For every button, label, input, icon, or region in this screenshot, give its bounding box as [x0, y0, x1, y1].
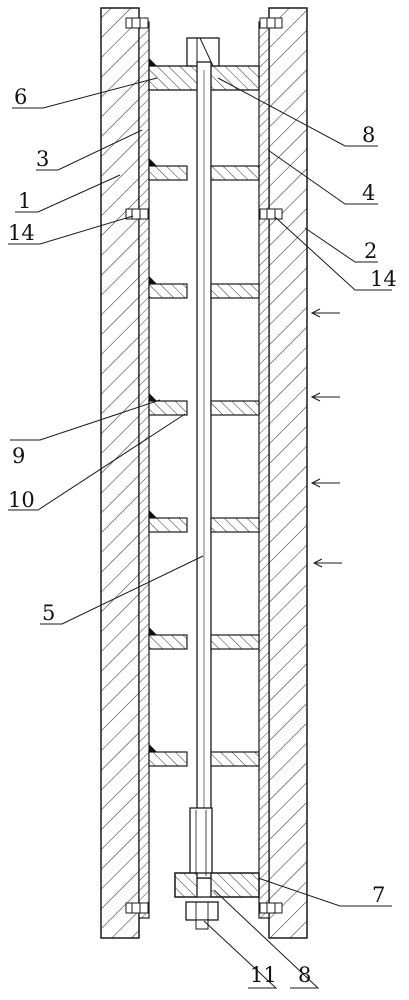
bolt-bottom-right — [259, 902, 283, 914]
spacer-disc-left-6 — [148, 751, 188, 767]
spacer-disc-right-3 — [210, 400, 260, 416]
leader-8-top — [217, 77, 378, 147]
bolt-bottom-left — [125, 902, 149, 914]
label-8-bottom: 8 — [298, 963, 311, 987]
spacer-disc-left-2 — [148, 283, 188, 299]
spacer-disc-left-5 — [148, 634, 188, 650]
spacer-disc-left-1 — [148, 165, 188, 181]
weld-marks — [149, 58, 157, 752]
bolt-mid-left — [125, 208, 149, 220]
label-9: 9 — [12, 444, 25, 468]
leader-3 — [36, 129, 143, 171]
label-1: 1 — [18, 189, 31, 213]
bolt-top-right — [259, 17, 283, 29]
weld-mark-3 — [149, 393, 157, 401]
label-11: 11 — [250, 963, 277, 987]
label-4: 4 — [362, 181, 375, 205]
label-6: 6 — [14, 85, 27, 109]
weld-mark-5 — [149, 627, 157, 635]
spacer-disc-left-4 — [148, 517, 188, 533]
leader-lines — [8, 77, 392, 989]
leader-9 — [10, 399, 161, 441]
label-8-top: 8 — [362, 123, 375, 147]
label-3: 3 — [36, 147, 49, 171]
bottom-cap-plate — [174, 872, 260, 898]
label-14-right: 14 — [370, 267, 397, 291]
weld-mark-6 — [149, 744, 157, 752]
right-inner-liner — [258, 21, 270, 919]
weld-mark-2 — [149, 276, 157, 284]
spacer-disc-right-1 — [210, 165, 260, 181]
leader-7 — [257, 877, 392, 907]
rod-end-stub — [195, 919, 209, 930]
leader-5 — [40, 555, 204, 625]
leader-2 — [304, 227, 378, 263]
spacer-disc-right-4 — [210, 517, 260, 533]
weld-mark-4 — [149, 510, 157, 518]
leader-4 — [267, 149, 378, 205]
flow-arrow-2 — [310, 392, 340, 402]
spacer-disc-right-6 — [210, 751, 260, 767]
bolt-mid-right — [259, 208, 283, 220]
spacer-disc-left-3 — [148, 400, 188, 416]
leader-14-left — [8, 215, 134, 245]
label-14-left: 14 — [8, 221, 35, 245]
left-outer-wall — [100, 7, 140, 939]
bolt-top-left — [125, 17, 149, 29]
leader-8-bottom — [213, 889, 320, 989]
spacer-disc-right-2 — [210, 283, 260, 299]
bottom-block-left — [174, 872, 198, 898]
flow-arrow-4 — [312, 558, 342, 568]
right-outer-wall — [268, 7, 308, 939]
leader-10 — [8, 413, 186, 511]
rod-threaded-end — [189, 807, 213, 879]
leader-14-right — [274, 216, 392, 291]
label-5: 5 — [42, 601, 55, 625]
spacer-disc-right-5 — [210, 634, 260, 650]
weld-mark-top — [149, 58, 157, 66]
label-7: 7 — [372, 883, 385, 907]
spacer-discs — [148, 165, 260, 767]
flow-arrow-1 — [310, 308, 340, 318]
bolts — [125, 17, 283, 914]
weld-mark-1 — [149, 158, 157, 166]
left-inner-liner — [138, 21, 150, 919]
flow-arrow-3 — [310, 478, 340, 488]
bottom-nut — [185, 901, 219, 921]
leader-1 — [15, 174, 121, 213]
label-10: 10 — [8, 488, 35, 512]
leader-11 — [203, 920, 278, 989]
leader-6 — [12, 77, 158, 109]
label-2: 2 — [364, 239, 377, 263]
flow-arrows — [310, 308, 342, 568]
